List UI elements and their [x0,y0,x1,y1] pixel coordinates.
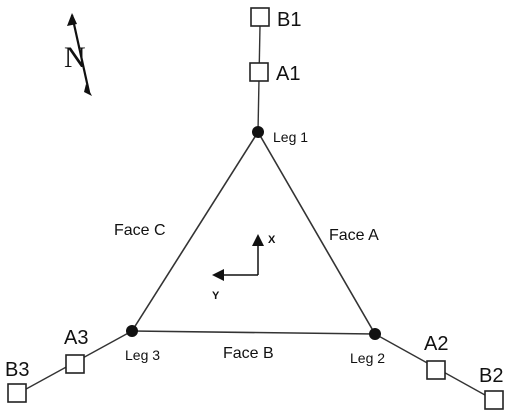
face-c-edge [131,131,259,332]
face-a-label: Face A [329,227,379,244]
anchor-b2-box [484,390,504,410]
anchor-b3-box [7,383,27,403]
leg-3-node [126,325,138,337]
anchor-a3-label: A3 [64,327,88,349]
anchor-b1-label: B1 [277,9,301,31]
leg-2-label: Leg 2 [350,350,385,366]
north-arrow-icon [67,13,92,96]
anchor-a1-label: A1 [276,63,300,85]
face-c-label: Face C [114,222,166,239]
anchor-b1-box [250,7,270,27]
leg-2-node [369,328,381,340]
leg-3-label: Leg 3 [125,347,160,363]
leg-1-label: Leg 1 [273,129,308,145]
face-a-edge [257,131,376,335]
x-axis-label: X [268,234,276,246]
anchor-a2-box [426,360,446,380]
anchor-a2-label: A2 [424,333,448,355]
anchor-b2-label: B2 [479,365,503,387]
anchor-a1-box [249,62,269,82]
face-b-edge [131,330,376,335]
anchor-a3-box [65,354,85,374]
north-label: N [64,41,86,74]
leg-1-node [252,126,264,138]
anchor-b3-label: B3 [5,359,29,381]
face-b-label: Face B [223,345,274,362]
y-axis-label: Y [212,290,220,302]
